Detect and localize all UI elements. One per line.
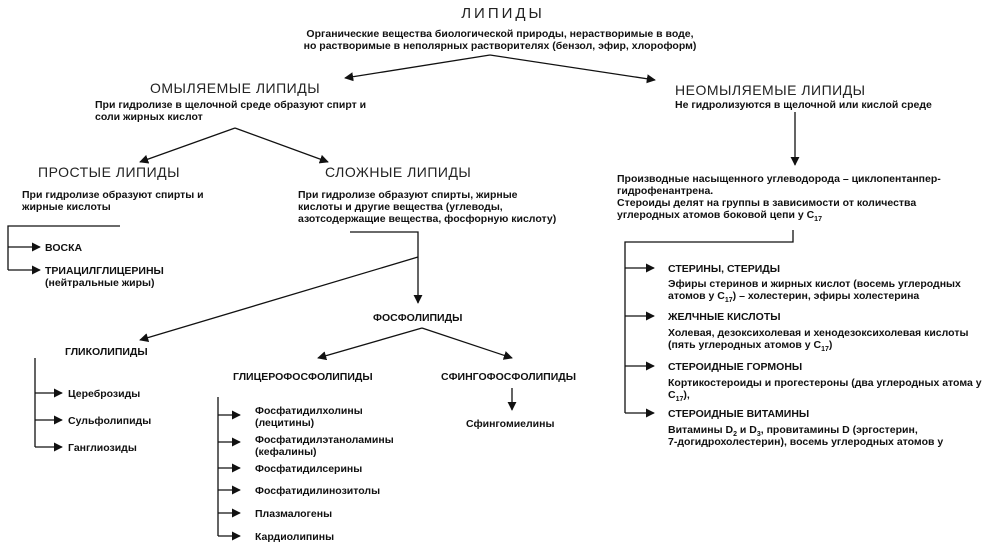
plasmalogens-label: Плазмалогены — [255, 508, 333, 520]
steroid-hormones-title: СТЕРОИДНЫЕ ГОРМОНЫ — [668, 361, 803, 373]
bracket-simple — [7, 225, 120, 270]
root-desc-line1: Органические вещества биологической прир… — [306, 28, 694, 40]
complex-lipids-desc-line3: азотсодержащие вещества, фосфорную кисло… — [298, 213, 557, 225]
arrow-root-to-unsaponifiable — [489, 54, 656, 84]
bile-acids-title: ЖЕЛЧНЫЕ КИСЛОТЫ — [668, 311, 781, 323]
sterols-line2: атомов у C17) – холестерин, эфиры холест… — [668, 290, 920, 305]
complex-lipids-desc-line2: кислоты и другие вещества (углеводы, — [298, 201, 503, 213]
root-desc-line2: но растворимые в неполярных растворителя… — [303, 40, 697, 52]
arrow-sap-to-simple — [139, 127, 236, 164]
saponifiable-title: ОМЫЛЯЕМЫЕ ЛИПИДЫ — [150, 80, 321, 96]
steroid-hormones-line2: C17), — [668, 389, 690, 404]
phosphatidylcholines-label: Фосфатидилхолины — [255, 405, 363, 417]
sulfolipids-label: Сульфолипиды — [68, 415, 152, 427]
phosphatidylinositols-label: Фосфатидилинозитолы — [255, 485, 381, 497]
complex-lipids-title: СЛОЖНЫЕ ЛИПИДЫ — [325, 164, 472, 180]
glycolipids-title: ГЛИКОЛИПИДЫ — [65, 346, 148, 358]
phosphatidylserines-label: Фосфатидилсерины — [255, 463, 363, 475]
saponifiable-desc-line2: соли жирных кислот — [95, 111, 203, 123]
simple-lipids-desc-line1: При гидролизе образуют спирты и — [22, 189, 204, 201]
arrow-root-to-saponifiable — [344, 54, 491, 82]
steroid-vitamins-line1: Витамины D2 и D3, провитамины D (эргосте… — [668, 424, 918, 439]
sterols-line1: Эфиры стеринов и жирных кислот (восемь у… — [668, 278, 961, 290]
simple-lipids-title: ПРОСТЫЕ ЛИПИДЫ — [38, 164, 181, 180]
simple-lipids-desc-line2: жирные кислоты — [22, 201, 111, 213]
arrow-sap-to-complex — [234, 127, 329, 164]
unsaponifiable-detail-line3: Стероиды делят на группы в зависимости о… — [617, 197, 917, 209]
lecithins-label: (лецитины) — [255, 417, 315, 429]
unsaponifiable-detail-line2: гидрофенантрена. — [617, 185, 714, 197]
line-complex-down — [350, 231, 423, 304]
unsaponifiable-detail-line1: Производные насыщенного углеводорода – ц… — [617, 173, 941, 185]
unsaponifiable-desc: Не гидролизуются в щелочной или кислой с… — [675, 99, 932, 111]
phospholipids-title: ФОСФОЛИПИДЫ — [373, 312, 463, 324]
phosphatidylethanolamines-label: Фосфатидилэтаноламины — [255, 434, 394, 446]
bracket-steroids — [624, 230, 794, 413]
arrow-phospho-to-glycero — [317, 327, 423, 361]
saponifiable-desc-line1: При гидролизе в щелочной среде образуют … — [95, 99, 367, 111]
gangliosides-label: Ганглиозиды — [68, 442, 137, 454]
neutral-fats-label: (нейтральные жиры) — [45, 277, 155, 289]
sterols-title: СТЕРИНЫ, СТЕРИДЫ — [668, 263, 781, 275]
sphingomyelins-label: Сфингомиелины — [466, 418, 555, 430]
unsaponifiable-title: НЕОМЫЛЯЕМЫЕ ЛИПИДЫ — [675, 82, 866, 98]
cerebrosides-label: Цереброзиды — [68, 388, 141, 400]
steroid-vitamins-line2: 7-догидрохолестерин), восемь углеродных … — [668, 436, 944, 448]
steroid-vitamins-title: СТЕРОИДНЫЕ ВИТАМИНЫ — [668, 408, 810, 420]
unsaponifiable-detail-line4: углеродных атомов боковой цепи у C17 — [617, 209, 822, 224]
root-title: ЛИПИДЫ — [461, 5, 545, 22]
waxes-label: ВОСКА — [45, 242, 83, 254]
cephalins-label: (кефалины) — [255, 446, 317, 458]
triacylglycerols-label: ТРИАЦИЛГЛИЦЕРИНЫ — [45, 265, 164, 277]
cardiolipins-label: Кардиолипины — [255, 531, 335, 543]
bile-acids-line2: (пять углеродных атомов у C17) — [668, 339, 833, 354]
arrow-phospho-to-sphingo — [421, 327, 513, 360]
glycerophospholipids-title: ГЛИЦЕРОФОСФОЛИПИДЫ — [233, 371, 373, 383]
steroid-hormones-line1: Кортикостероиды и прогестероны (два угле… — [668, 377, 982, 389]
bile-acids-line1: Холевая, дезоксихолевая и хенодезоксихол… — [668, 327, 969, 339]
complex-lipids-desc-line1: При гидролизе образуют спирты, жирные — [298, 189, 518, 201]
arrow-complex-to-glyco — [139, 256, 419, 343]
sphingophospholipids-title: СФИНГОФОСФОЛИПИДЫ — [441, 371, 577, 383]
